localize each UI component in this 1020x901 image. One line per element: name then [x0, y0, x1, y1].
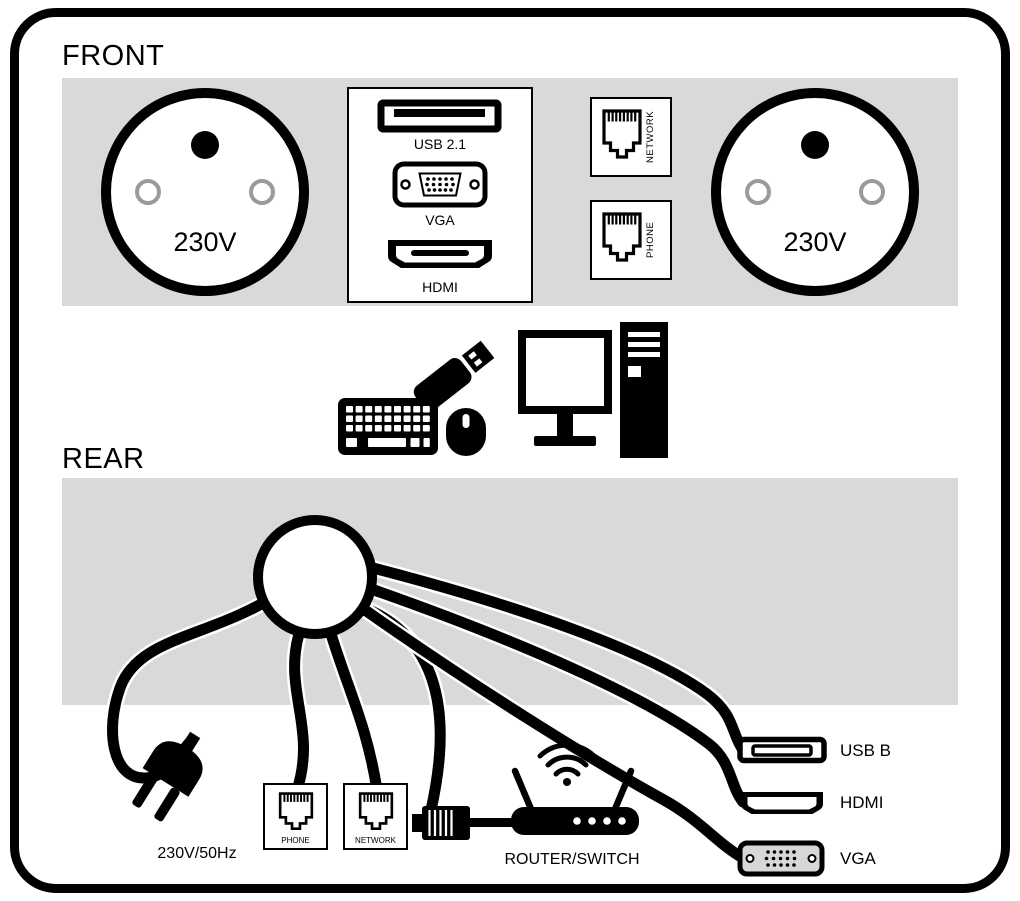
hdmi-connector-icon [741, 792, 823, 814]
left-socket-voltage-label: 230V [173, 227, 237, 257]
rear-section-title: REAR [62, 443, 145, 475]
rj45-jack-icon [278, 792, 314, 831]
diagram-border [10, 8, 1010, 893]
desktop-computer-icon [518, 322, 668, 458]
usb-port-label: USB 2.1 [413, 136, 467, 152]
router-switch-label: ROUTER/SWITCH [504, 851, 640, 868]
vga-connector-icon [737, 840, 825, 877]
rear-panel [62, 478, 958, 705]
front-section-title: FRONT [62, 40, 165, 72]
rj45-jack-icon [602, 109, 642, 159]
power-socket-icon [711, 88, 919, 296]
vga-port-icon [392, 161, 488, 208]
power-rating-label: 230V/50Hz [157, 845, 237, 862]
hdmi-port-icon [388, 240, 492, 268]
phone-jack-label: PHONE [281, 836, 310, 845]
network-jack-box: NETWORK [343, 783, 408, 850]
rj45-jack-icon [602, 212, 642, 262]
phone-jack-box: PHONE [263, 783, 328, 850]
usb-b-connector-icon [737, 736, 827, 764]
front-network-label: NETWORK [645, 110, 656, 164]
vga-label: VGA [840, 849, 876, 868]
cable-grommet-icon [253, 515, 377, 639]
power-socket-icon [101, 88, 309, 296]
network-jack-label: NETWORK [355, 836, 396, 845]
mouse-icon [446, 408, 486, 456]
usb-a-port-icon [377, 99, 502, 133]
right-socket-voltage-label: 230V [783, 227, 847, 257]
rj45-jack-icon [358, 792, 394, 831]
usb-b-label: USB B [840, 741, 892, 760]
vga-port-label: VGA [425, 212, 455, 228]
hdmi-port-label: HDMI [422, 279, 458, 295]
front-phone-label: PHONE [645, 221, 656, 259]
usb-flash-drive-icon [413, 340, 495, 410]
hdmi-label: HDMI [840, 793, 884, 812]
router-icon [511, 742, 639, 835]
keyboard-icon [338, 398, 438, 455]
